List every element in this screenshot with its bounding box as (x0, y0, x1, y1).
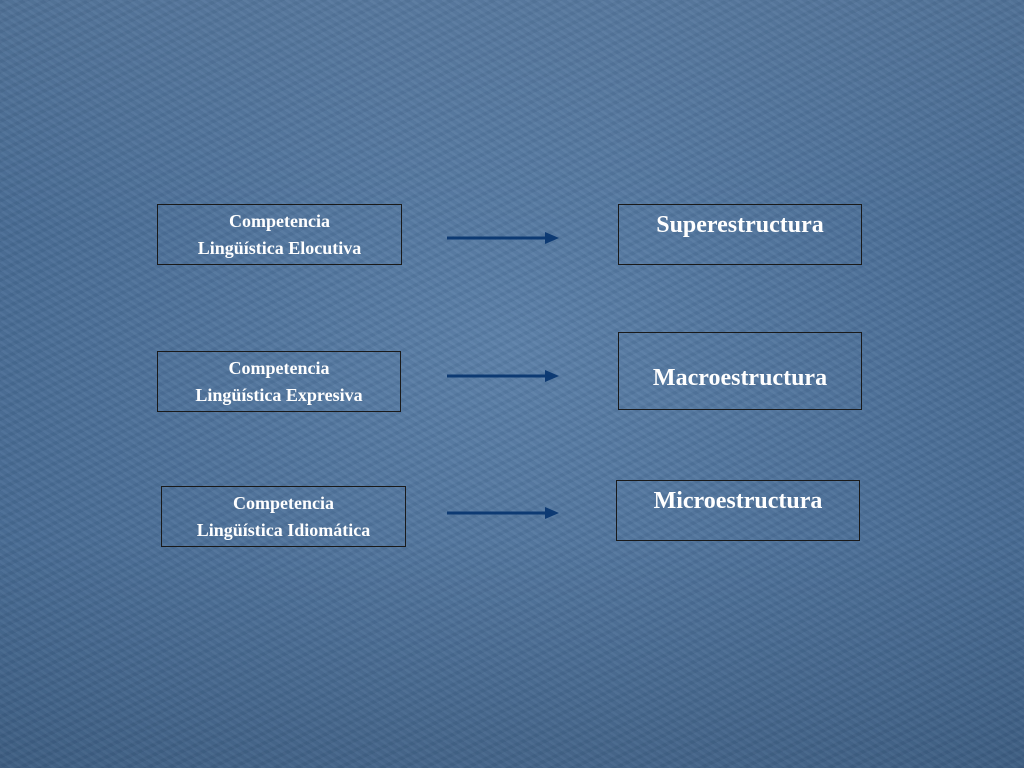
competence-elocutive-line2: Lingüística Elocutiva (197, 237, 362, 258)
superestructura-box: Superestructura (618, 204, 862, 265)
competence-elocutive-box: Competencia Lingüística Elocutiva (157, 204, 402, 265)
competence-idiomatic-box: Competencia Lingüística Idiomática (161, 486, 406, 547)
arrow-row-1 (447, 232, 559, 244)
competence-idiomatic-line1: Competencia (233, 492, 334, 513)
competence-expressive-line1: Competencia (228, 357, 330, 378)
superestructura-label: Superestructura (656, 212, 824, 238)
competence-expressive-box: Competencia Lingüística Expresiva (157, 351, 401, 412)
macroestructura-label: Macroestructura (652, 364, 828, 391)
microestructura-label: Microestructura (653, 488, 823, 514)
arrow-row-3 (447, 507, 559, 519)
competence-expressive-line2: Lingüística Expresiva (195, 384, 363, 405)
microestructura-box: Microestructura (616, 480, 860, 541)
macroestructura-box: Macroestructura (618, 332, 862, 410)
competence-idiomatic-line2: Lingüística Idiomática (196, 519, 371, 540)
arrow-row-2 (447, 370, 559, 382)
competence-elocutive-line1: Competencia (229, 210, 330, 231)
